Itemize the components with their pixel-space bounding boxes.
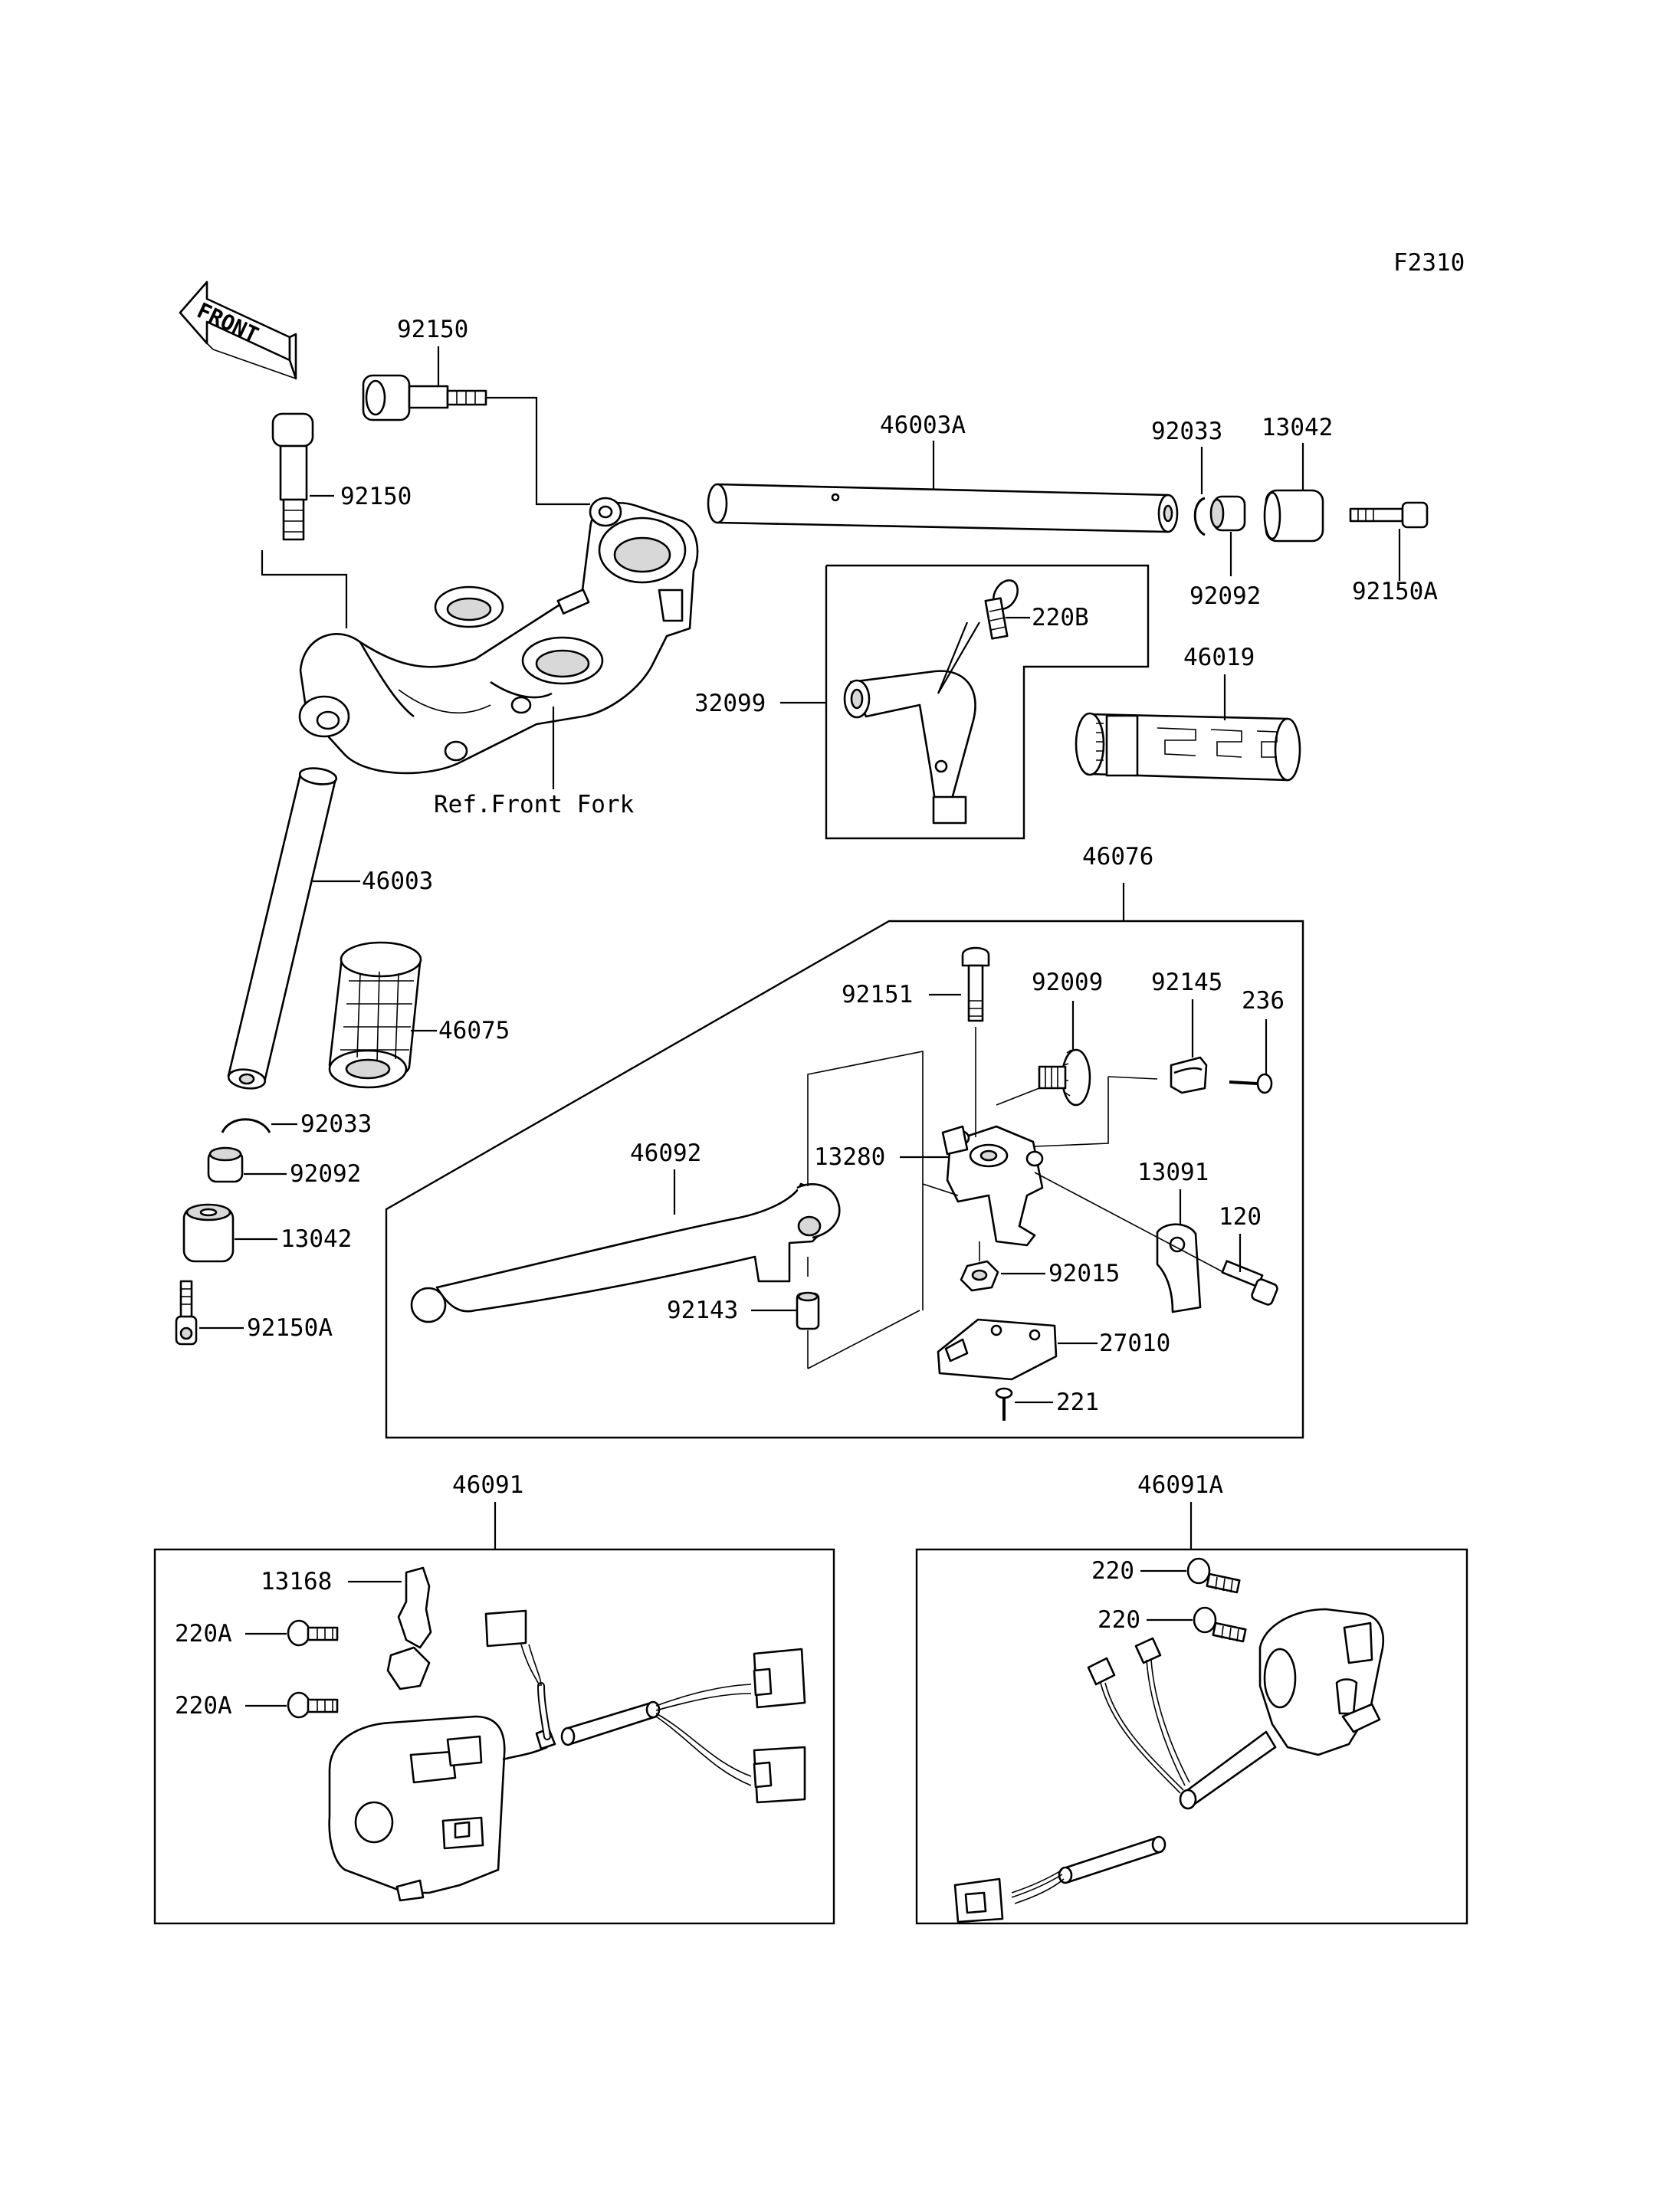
label-221: 221: [1056, 1389, 1099, 1416]
label-120: 120: [1219, 1203, 1262, 1231]
label-236: 236: [1242, 987, 1285, 1015]
bolt-92150A-left-icon: [175, 1280, 198, 1346]
label-13042-right: 13042: [1262, 414, 1333, 441]
label-46075: 46075: [438, 1017, 510, 1044]
switch-knob-13168-icon: [386, 1566, 432, 1690]
screw-220B-icon: [984, 579, 1019, 640]
left-handlebar-tube-icon: [227, 767, 338, 1090]
circlip-92033-left-icon: [221, 1118, 271, 1133]
front-arrow-icon: FRONT: [179, 280, 297, 380]
label-220-2: 220: [1098, 1606, 1140, 1634]
right-grip-icon: [1075, 712, 1301, 782]
throttle-pipe-icon: [843, 670, 976, 825]
label-46076: 46076: [1082, 843, 1153, 871]
label-92033-left: 92033: [300, 1110, 372, 1138]
label-32099: 32099: [694, 690, 766, 717]
label-46091A: 46091A: [1137, 1471, 1223, 1499]
right-switch-housing-icon: [1179, 1608, 1385, 1810]
label-92145: 92145: [1151, 969, 1222, 996]
clutch-lever-icon: [410, 1182, 841, 1323]
label-220-1: 220: [1091, 1557, 1134, 1585]
label-92150A-left: 92150A: [247, 1314, 333, 1342]
ref-front-fork-note: Ref.Front Fork: [434, 791, 635, 818]
right-switch-box: [915, 1548, 1468, 1925]
left-switch-housing-icon: [328, 1715, 556, 1902]
throttle-assembly-box: [825, 564, 1150, 840]
weight-13042-right-icon: [1263, 489, 1324, 543]
label-92150-left: 92150: [340, 483, 412, 510]
label-92033-right: 92033: [1151, 418, 1222, 445]
adjuster-92009-icon: [1038, 1048, 1091, 1107]
label-92009: 92009: [1032, 969, 1103, 996]
right-switch-wiring-icon: [953, 1637, 1190, 1923]
label-92143: 92143: [667, 1297, 738, 1324]
label-92150-top: 92150: [397, 316, 468, 343]
label-92151: 92151: [842, 981, 913, 1008]
label-46003: 46003: [362, 867, 433, 895]
circlip-92033-right-icon: [1193, 497, 1206, 536]
bolt-92150-top-icon: [362, 374, 487, 421]
label-13042-left: 13042: [281, 1225, 352, 1253]
left-grip-icon: [328, 941, 422, 1089]
label-92150A-right: 92150A: [1352, 578, 1438, 605]
label-92092-left: 92092: [290, 1160, 361, 1188]
label-220A-1: 220A: [175, 1620, 232, 1648]
label-220A-2: 220A: [175, 1692, 232, 1720]
clamp-13091-icon: [1156, 1223, 1202, 1313]
label-46019: 46019: [1183, 644, 1255, 671]
bolt-92151-icon: [961, 946, 990, 1022]
pin-92143-icon: [796, 1291, 820, 1330]
weight-13042-left-icon: [182, 1203, 235, 1263]
label-13168: 13168: [261, 1568, 332, 1595]
figure-code: F2310: [1393, 249, 1465, 277]
left-switch-wiring-icon: [484, 1609, 806, 1804]
screw-220A-1-icon: [287, 1619, 339, 1647]
right-handlebar-tube-icon: [707, 483, 1179, 533]
clip-92145-icon: [1170, 1056, 1208, 1094]
label-92015: 92015: [1048, 1260, 1120, 1287]
label-92092-right: 92092: [1189, 582, 1261, 610]
label-46091: 46091: [452, 1471, 523, 1499]
switch-27010-icon: [937, 1318, 1058, 1381]
screw-236-icon: [1229, 1073, 1273, 1094]
label-13280: 13280: [814, 1143, 885, 1171]
label-46003A: 46003A: [880, 412, 966, 439]
bolt-92150A-right-icon: [1349, 501, 1429, 529]
lever-assembly-box: [385, 920, 1304, 1439]
damper-92092-left-icon: [207, 1146, 244, 1183]
label-13091: 13091: [1137, 1159, 1209, 1186]
bolt-120-icon: [1221, 1260, 1278, 1306]
fork-top-bridge-icon: [298, 497, 699, 775]
lever-holder-icon: [941, 1125, 1044, 1247]
label-220B: 220B: [1032, 604, 1089, 631]
screw-220-1-icon: [1186, 1557, 1241, 1594]
screw-220A-2-icon: [287, 1691, 339, 1719]
label-27010: 27010: [1099, 1330, 1170, 1357]
screw-221-icon: [995, 1387, 1013, 1421]
screw-220-2-icon: [1193, 1606, 1247, 1643]
bolt-92150-left-icon: [271, 412, 314, 541]
nut-92015-icon: [960, 1260, 999, 1292]
damper-92092-right-icon: [1209, 495, 1246, 532]
label-46092: 46092: [630, 1139, 701, 1167]
